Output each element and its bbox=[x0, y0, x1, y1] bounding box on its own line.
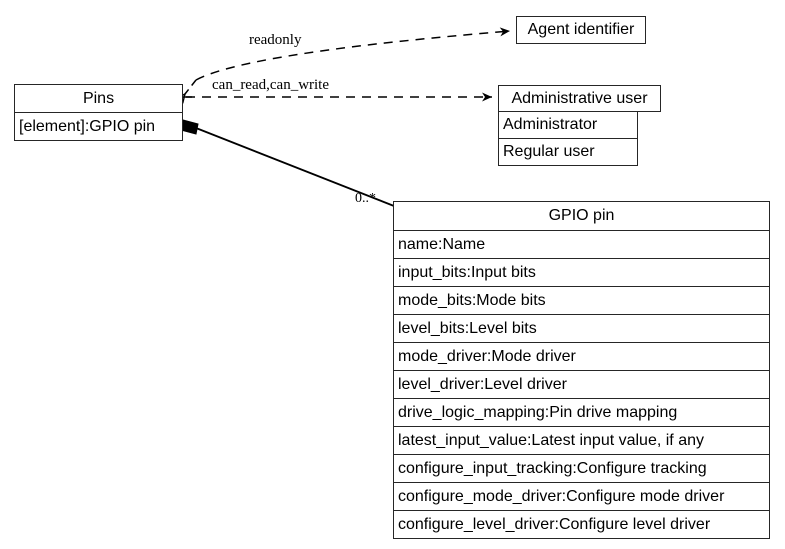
class-box-gpio-pin[interactable]: GPIO pin name:Name input_bits:Input bits… bbox=[393, 201, 770, 539]
class-attribute: mode_bits:Mode bits bbox=[393, 287, 770, 315]
class-attribute: level_driver:Level driver bbox=[393, 371, 770, 399]
class-attribute: name:Name bbox=[393, 231, 770, 259]
class-name-administrative-user: Administrative user bbox=[498, 85, 661, 112]
class-attribute: drive_logic_mapping:Pin drive mapping bbox=[393, 399, 770, 427]
class-attribute: Administrator bbox=[498, 112, 638, 139]
class-box-administrative-user[interactable]: Administrative user Administrator Regula… bbox=[498, 85, 661, 166]
class-name-gpio-pin: GPIO pin bbox=[393, 201, 770, 231]
class-attribute: level_bits:Level bits bbox=[393, 315, 770, 343]
class-attribute: configure_mode_driver:Configure mode dri… bbox=[393, 483, 770, 511]
class-name-pins: Pins bbox=[14, 84, 183, 113]
class-attribute: mode_driver:Mode driver bbox=[393, 343, 770, 371]
class-attribute: Regular user bbox=[498, 139, 638, 166]
class-attribute: configure_level_driver:Configure level d… bbox=[393, 511, 770, 539]
class-attribute: latest_input_value:Latest input value, i… bbox=[393, 427, 770, 455]
edge-label-readonly: readonly bbox=[249, 32, 302, 48]
class-box-pins[interactable]: Pins [element]:GPIO pin bbox=[14, 84, 183, 141]
class-attribute: [element]:GPIO pin bbox=[14, 113, 183, 141]
class-name-agent-identifier: Agent identifier bbox=[516, 16, 646, 44]
class-box-agent-identifier[interactable]: Agent identifier bbox=[516, 16, 646, 44]
class-attribute: configure_input_tracking:Configure track… bbox=[393, 455, 770, 483]
edge-label-multiplicity: 0..* bbox=[355, 191, 376, 206]
edge-label-can-read-can-write: can_read,can_write bbox=[212, 77, 330, 93]
class-attribute: input_bits:Input bits bbox=[393, 259, 770, 287]
